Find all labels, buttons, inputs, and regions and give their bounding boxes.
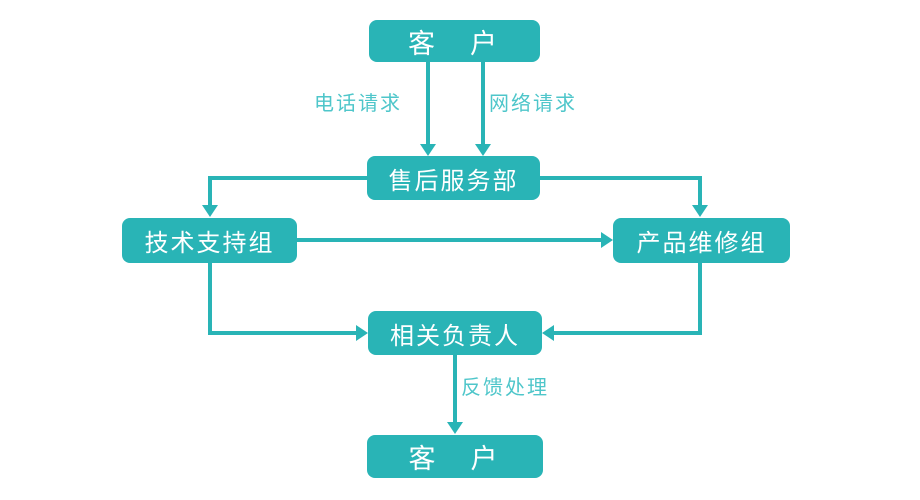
edge-feedback-arrowhead-icon [447,422,463,434]
node-responsible: 相关负责人 [368,311,542,355]
edge-aftersales-to-productrepair-hline [540,176,702,180]
edge-aftersales-to-techsupport-vline [208,176,212,206]
edge-aftersales-to-techsupport-hline [208,176,367,180]
node-product-repair: 产品维修组 [613,218,790,263]
edge-productrepair-to-responsible-vline [698,263,702,335]
edge-aftersales-to-techsupport-arrowhead-icon [202,205,218,217]
edge-productrepair-to-responsible-hline [554,331,702,335]
node-customer-top: 客 户 [369,20,540,62]
edge-techsupport-to-responsible-arrowhead-icon [356,325,368,341]
edge-network-request-line [481,62,485,146]
edge-network-request-arrowhead-icon [475,144,491,156]
edge-techsupport-to-responsible-hline [208,331,357,335]
edge-feedback-line [453,355,457,423]
edge-aftersales-to-productrepair-vline [698,176,702,206]
node-tech-support: 技术支持组 [122,218,297,263]
edge-phone-request-line [426,62,430,146]
edge-label-phone-request: 电话请求 [314,93,402,115]
edge-techsupport-to-responsible-vline [208,263,212,335]
edge-techsupport-to-productrepair-arrowhead-icon [601,232,613,248]
node-customer-bottom: 客 户 [367,435,543,478]
edge-techsupport-to-productrepair-line [297,238,602,242]
edge-phone-request-arrowhead-icon [420,144,436,156]
edge-label-network-request: 网络请求 [489,93,577,115]
edge-aftersales-to-productrepair-arrowhead-icon [692,205,708,217]
edge-label-feedback: 反馈处理 [461,377,549,399]
edge-productrepair-to-responsible-arrowhead-icon [542,325,554,341]
node-after-sales-dept: 售后服务部 [367,156,540,200]
